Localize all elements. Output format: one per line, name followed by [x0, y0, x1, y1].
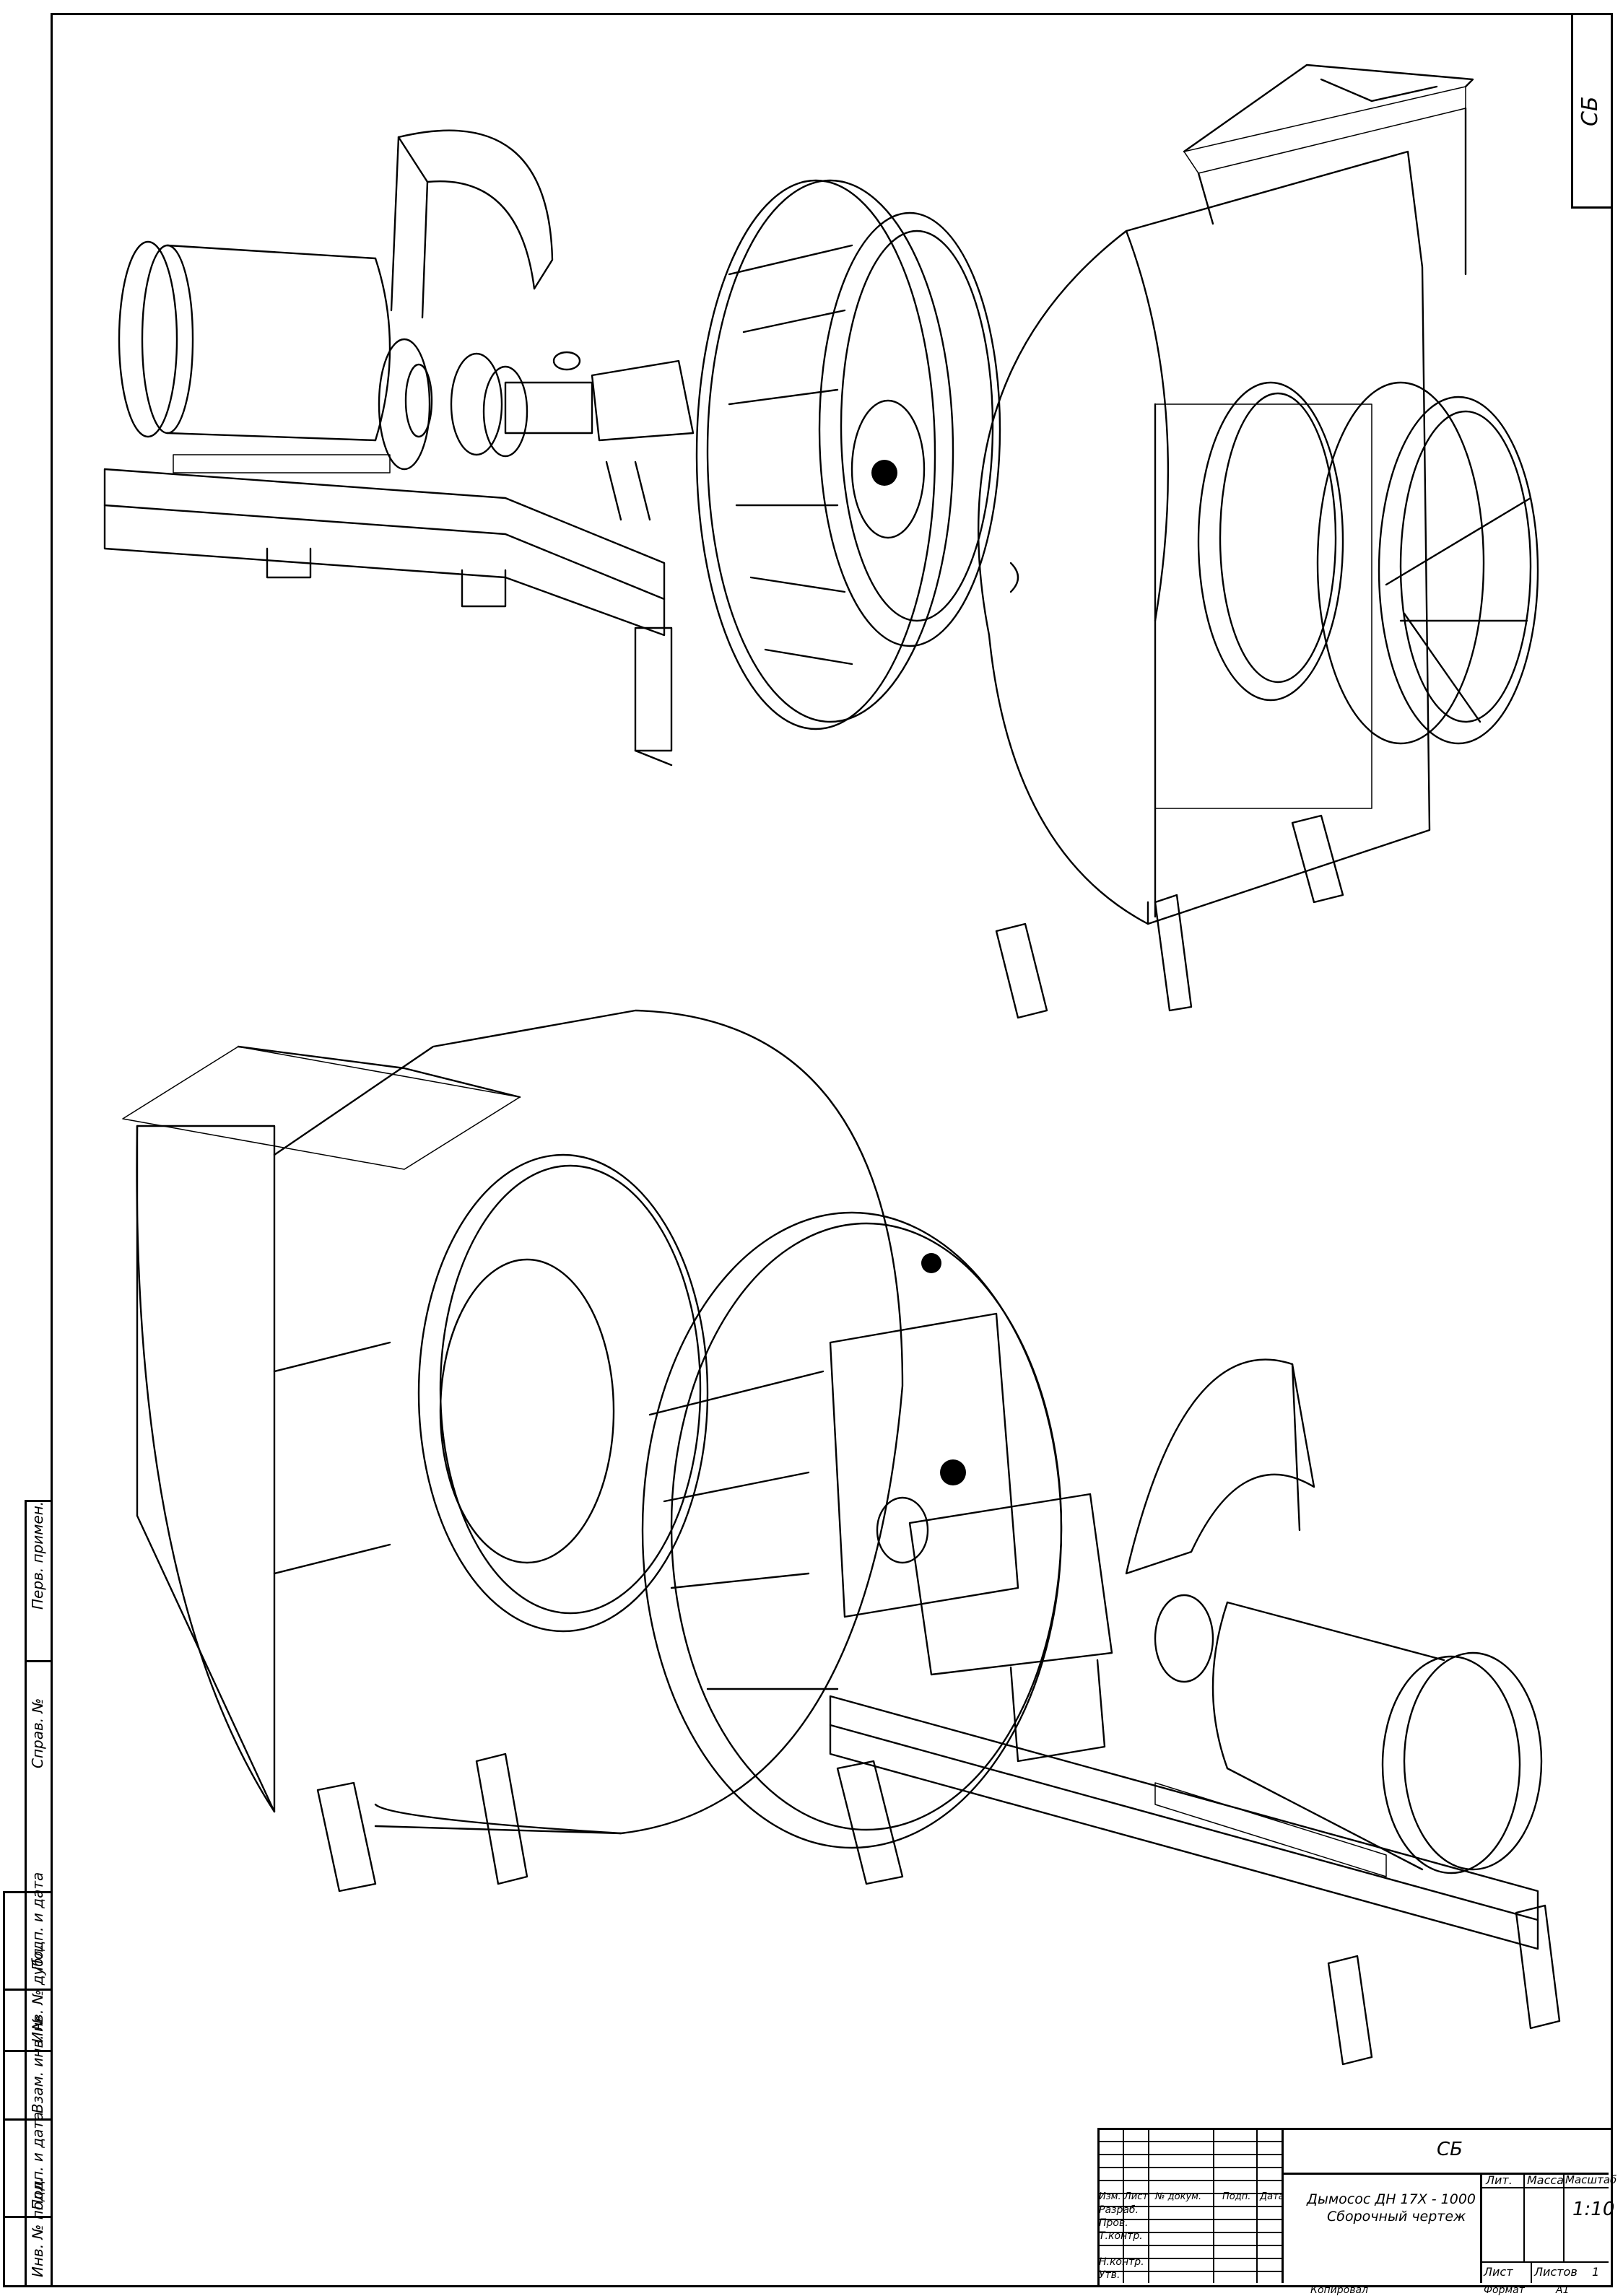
side-strip: [25, 1500, 53, 2287]
tb-vline-1: [1123, 2128, 1124, 2283]
top-frame: [103, 454, 673, 767]
tb-col-data: Дата: [1260, 2191, 1284, 2202]
drawing-frame: [51, 13, 1613, 2287]
top-coupling: [450, 351, 695, 521]
tb-listov-value: 1: [1592, 2265, 1600, 2279]
tb-vline-4: [1256, 2128, 1258, 2283]
tb-row-utv: Утв.: [1099, 2269, 1121, 2281]
tb-masshtab-value: 1:10: [1572, 2199, 1615, 2220]
tb-name-line1: Дымосос ДН 17Х - 1000: [1307, 2191, 1476, 2207]
side-strip-div-6: [3, 2216, 51, 2218]
tb-hline-list: [1480, 2261, 1609, 2263]
tb-massa-label: Масса: [1527, 2173, 1565, 2187]
top-motor: [118, 129, 554, 471]
bottom-bearing-unit: [876, 1459, 1113, 1763]
tb-row-nkontr: Н.контр.: [1099, 2256, 1144, 2268]
top-impeller: [695, 179, 1001, 730]
tb-designation: СБ: [1437, 2139, 1463, 2160]
kopiroval-label: Копировал: [1310, 2284, 1368, 2296]
top-volute-housing: [978, 64, 1474, 1019]
tb-col-izm: Изм.: [1099, 2191, 1121, 2202]
tb-vline-masshtab: [1563, 2173, 1565, 2261]
corner-stamp-box: [1571, 13, 1611, 209]
side-strip-div-1: [25, 1660, 51, 1662]
bottom-frame: [829, 1695, 1561, 2066]
tb-hline-lit: [1480, 2187, 1609, 2188]
side-strip-div-3: [3, 1989, 51, 1991]
bottom-impeller: [641, 1211, 1063, 1849]
tb-row-prov: Пров.: [1099, 2217, 1128, 2229]
side-strip-div-4: [3, 2050, 51, 2052]
side-strip-div-2: [3, 1891, 51, 1893]
tb-name-line2: Сборочный чертеж: [1327, 2209, 1466, 2225]
bottom-motor: [1125, 1358, 1543, 1874]
format-value: А1: [1556, 2284, 1570, 2296]
tb-vline-listov: [1531, 2261, 1532, 2283]
tb-row-razrab: Разраб.: [1099, 2204, 1139, 2216]
top-inlet-collector: [1197, 381, 1539, 745]
tb-vline-name: [1480, 2173, 1482, 2283]
tb-hline-designation: [1282, 2173, 1609, 2175]
format-label: Формат: [1484, 2284, 1525, 2296]
tb-col-podp: Подп.: [1222, 2191, 1251, 2202]
tb-lit-label: Лит.: [1486, 2173, 1513, 2187]
tb-vline-5: [1282, 2128, 1284, 2283]
tb-col-doc: № докум.: [1155, 2191, 1202, 2202]
tb-masshtab-label: Масштаб: [1565, 2173, 1617, 2186]
bottom-volute-housing: [122, 1009, 904, 1893]
tb-col-list: Лист: [1124, 2191, 1148, 2202]
tb-vline-3: [1213, 2128, 1214, 2283]
tb-row-tkontr: Т.контр.: [1099, 2230, 1143, 2242]
tb-list-label: Лист: [1484, 2265, 1513, 2279]
tb-vline-2: [1148, 2128, 1149, 2283]
bottom-inlet-ring: [417, 1153, 709, 1633]
side-strip-div-5: [3, 2118, 51, 2121]
tb-listov-label: Листов: [1534, 2265, 1578, 2279]
tb-grid-left: [1097, 2128, 1282, 2283]
tb-vline-massa: [1523, 2173, 1525, 2261]
